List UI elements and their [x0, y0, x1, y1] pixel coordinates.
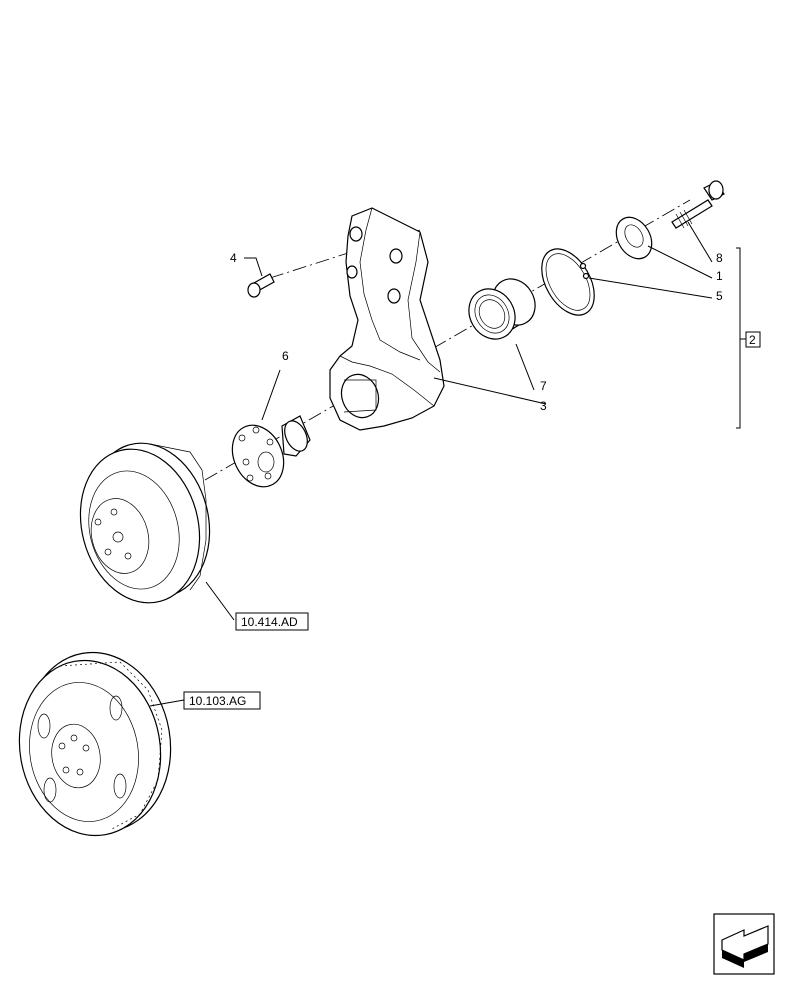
- callout-1: 1: [716, 269, 723, 283]
- reference-label-damper: 10.103.AG: [189, 694, 246, 708]
- callout-2: 2: [749, 333, 756, 347]
- callout-5: 5: [716, 289, 723, 303]
- callout-6: 6: [282, 349, 289, 363]
- callout-7: 7: [540, 379, 547, 393]
- pulley-part[interactable]: [64, 430, 226, 617]
- bracket-part-3[interactable]: [329, 207, 445, 431]
- callout-2-box[interactable]: 2: [745, 331, 761, 348]
- bolt-part-8[interactable]: [671, 180, 725, 229]
- snap-ring-part-5[interactable]: [531, 240, 605, 324]
- back-arrow-icon[interactable]: [713, 913, 775, 975]
- bearing-part-7[interactable]: [460, 271, 543, 347]
- callout-3: 3: [540, 399, 547, 413]
- bolt-part-4[interactable]: [247, 273, 275, 298]
- reference-box-damper[interactable]: 10.103.AG: [183, 691, 261, 710]
- hub-part-6[interactable]: [223, 415, 312, 495]
- assembly-axis-line: [204, 199, 691, 481]
- damper-part[interactable]: [6, 641, 185, 847]
- leader-lines: [149, 221, 746, 707]
- reference-label-pulley: 10.414.AD: [241, 615, 298, 629]
- callout-4: 4: [230, 251, 237, 265]
- reference-box-pulley[interactable]: 10.414.AD: [235, 612, 309, 631]
- washer-part-1[interactable]: [609, 211, 659, 265]
- callout-8: 8: [716, 251, 723, 265]
